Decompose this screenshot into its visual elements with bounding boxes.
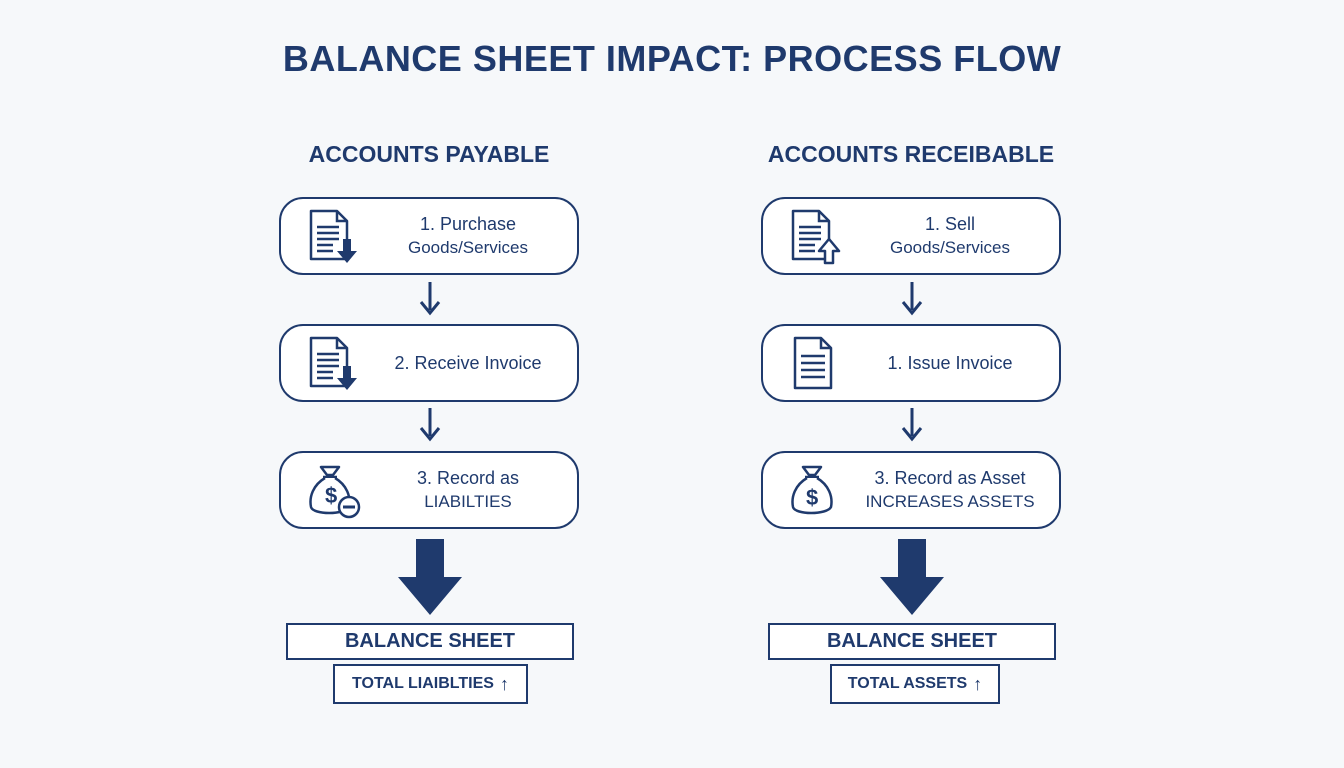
step-sell: 1. Sell Goods/Services <box>761 197 1061 275</box>
step-record-liabilities: $ 3. Record as LIABILTIES <box>279 451 579 529</box>
document-download-icon <box>309 336 357 390</box>
page-title: BALANCE SHEET IMPACT: PROCESS FLOW <box>282 38 1062 79</box>
up-arrow-icon: ↑ <box>499 673 509 694</box>
total-label: TOTAL LIAIBLTIES <box>352 675 494 692</box>
money-bag-minus-icon: $ <box>309 465 361 519</box>
balance-sheet-box: BALANCE SHEET <box>768 623 1056 660</box>
down-arrow-icon <box>901 282 923 316</box>
step-issue-invoice: 1. Issue Invoice <box>761 324 1061 402</box>
step-line2: LIABILTIES <box>424 492 512 511</box>
svg-text:$: $ <box>325 483 337 508</box>
step-line1: 2. Receive Invoice <box>394 353 542 373</box>
step-line1: 1. Purchase <box>419 214 517 234</box>
up-arrow-icon: ↑ <box>973 673 983 694</box>
down-arrow-icon <box>901 408 923 442</box>
total-assets-box: TOTAL ASSETS ↑ <box>830 664 1000 704</box>
step-receive-invoice: 2. Receive Invoice <box>279 324 579 402</box>
document-upload-icon <box>791 209 841 265</box>
step-line1: 3. Record as <box>416 468 520 488</box>
document-download-icon <box>309 209 357 263</box>
step-line1: 1. Sell <box>924 214 976 234</box>
step-line2: Goods/Services <box>890 238 1010 257</box>
step-line2: INCREASES ASSETS <box>865 492 1035 511</box>
total-label: TOTAL ASSETS <box>847 675 968 692</box>
step-purchase: 1. Purchase Goods/Services <box>279 197 579 275</box>
accounts-receivable-column: ACCOUNTS RECEIBABLE 1. Sell Goods/Servic… <box>761 0 1061 768</box>
step-line1: 3. Record as Asset <box>874 468 1026 488</box>
column-heading: ACCOUNTS RECEIBABLE <box>767 141 1055 167</box>
down-arrow-icon <box>419 282 441 316</box>
accounts-payable-column: ACCOUNTS PAYABLE 1. Purchase Goods/Servi… <box>279 0 579 768</box>
column-heading: ACCOUNTS PAYABLE <box>308 141 550 167</box>
step-line1: 1. Issue Invoice <box>887 353 1013 373</box>
svg-text:$: $ <box>806 485 818 510</box>
total-liabilities-box: TOTAL LIAIBLTIES ↑ <box>333 664 528 704</box>
step-record-asset: $ 3. Record as Asset INCREASES ASSETS <box>761 451 1061 529</box>
balance-sheet-box: BALANCE SHEET <box>286 623 574 660</box>
big-down-arrow-icon <box>398 539 462 615</box>
step-line2: Goods/Services <box>408 238 528 257</box>
money-bag-icon: $ <box>791 465 833 515</box>
down-arrow-icon <box>419 408 441 442</box>
big-down-arrow-icon <box>880 539 944 615</box>
document-icon <box>793 336 833 390</box>
